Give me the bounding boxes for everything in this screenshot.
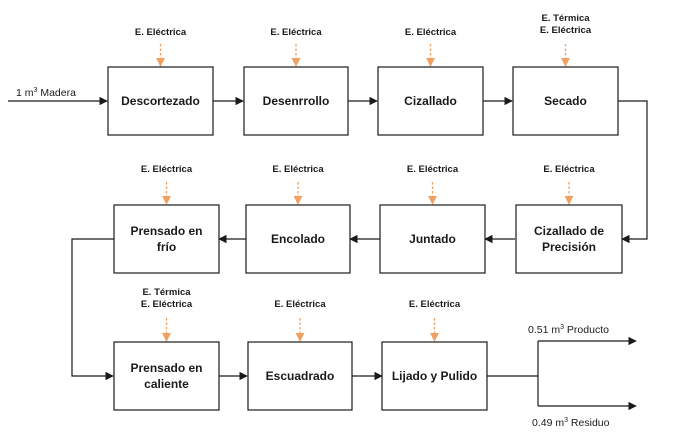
- output-product-label: 0.51 m3 Producto: [528, 324, 609, 336]
- process-label: Desenrrollo: [263, 94, 330, 108]
- flow-arrow: [71, 238, 114, 381]
- energy-label: E. Eléctrica: [274, 299, 326, 310]
- energy-label: E. Eléctrica: [141, 164, 193, 175]
- process-box: [107, 66, 214, 136]
- process-label: Cizallado: [404, 94, 457, 108]
- process-box: [512, 66, 619, 136]
- process-label: Prensado en: [130, 224, 202, 238]
- process-box: [113, 341, 220, 411]
- process-label: frío: [157, 240, 176, 254]
- flow-connectors: [8, 96, 648, 411]
- energy-label: E. Eléctrica: [540, 25, 592, 36]
- process-label: Secado: [544, 94, 587, 108]
- energy-label: E. Eléctrica: [405, 27, 457, 38]
- input-label: 1 m3 Madera: [16, 87, 76, 99]
- process-box: [381, 341, 488, 411]
- process-box: [515, 204, 623, 274]
- process-label: Juntado: [409, 232, 456, 246]
- process-box: [377, 66, 484, 136]
- energy-label: E. Térmica: [142, 287, 191, 298]
- energy-label: E. Eléctrica: [409, 299, 461, 310]
- process-label: Precisión: [542, 240, 596, 254]
- process-box: [379, 204, 486, 274]
- process-label: Lijado y Pulido: [392, 369, 477, 383]
- process-label: Prensado en: [130, 361, 202, 375]
- energy-label: E. Eléctrica: [270, 27, 322, 38]
- process-box: [113, 204, 220, 274]
- energy-label: E. Eléctrica: [272, 164, 324, 175]
- process-box: [243, 66, 349, 136]
- energy-label: E. Eléctrica: [407, 164, 459, 175]
- flow-arrow: [618, 100, 648, 244]
- energy-label: E. Eléctrica: [543, 164, 595, 175]
- process-box: [247, 341, 353, 411]
- energy-label: E. Eléctrica: [141, 299, 193, 310]
- process-label: caliente: [144, 377, 189, 391]
- process-label: Escuadrado: [266, 369, 335, 383]
- process-box: [245, 204, 351, 274]
- process-label: Cizallado de: [534, 224, 604, 238]
- energy-label: E. Eléctrica: [135, 27, 187, 38]
- output-residue-label: 0.49 m3 Residuo: [532, 417, 610, 429]
- energy-label: E. Térmica: [541, 13, 590, 24]
- process-label: Descortezado: [121, 94, 200, 108]
- process-label: Encolado: [271, 232, 325, 246]
